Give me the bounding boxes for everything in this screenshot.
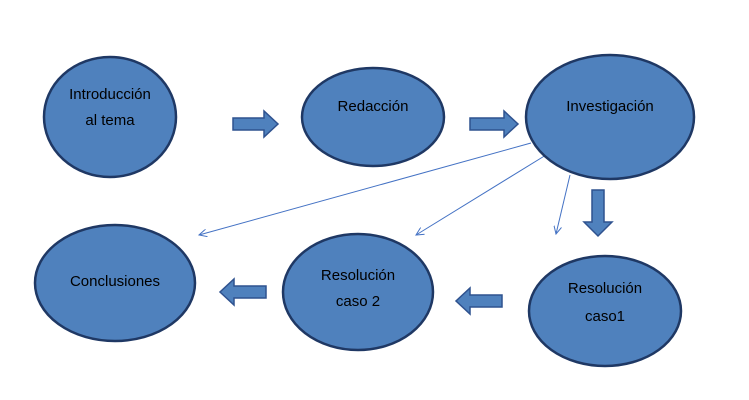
node-label-intro-line1: Introducción (69, 86, 151, 103)
block-arrow-investigacion-to-caso1 (582, 189, 614, 238)
thin-arrow-investigacion-to-caso2 (416, 154, 547, 235)
node-label-investigacion-line1: Investigación (566, 98, 654, 115)
thin-arrow-investigacion-to-conclusiones (199, 142, 532, 235)
node-intro: Introducción al tema (42, 55, 178, 179)
node-label-caso2-line1: Resolución (321, 267, 395, 284)
node-ellipse-redaccion (300, 66, 446, 168)
node-investigacion: Investigación (524, 53, 696, 181)
node-redaccion: Redacción (300, 66, 446, 168)
node-caso2: Resolución caso 2 (281, 232, 435, 352)
node-label-conclusiones-line1: Conclusiones (70, 273, 160, 290)
thin-arrow-investigacion-to-caso1 (556, 174, 571, 234)
node-ellipse-intro (42, 55, 178, 179)
node-label-intro-line2: al tema (85, 112, 135, 129)
block-arrow-caso2-to-conclusiones (218, 277, 267, 307)
node-ellipse-caso1 (527, 254, 683, 368)
node-label-redaccion-line1: Redacción (338, 98, 409, 115)
node-label-caso2-line2: caso 2 (336, 293, 380, 310)
node-label-caso1-line1: Resolución (568, 280, 642, 297)
node-conclusiones: Conclusiones (33, 223, 197, 343)
block-arrow-redaccion-to-investigacion (469, 109, 520, 139)
node-caso1: Resolución caso1 (527, 254, 683, 368)
block-arrow-intro-to-redaccion (232, 109, 280, 139)
node-ellipse-conclusiones (33, 223, 197, 343)
node-ellipse-caso2 (281, 232, 435, 352)
node-ellipse-investigacion (524, 53, 696, 181)
node-label-caso1-line2: caso1 (585, 308, 625, 325)
block-arrow-caso1-to-caso2 (454, 286, 503, 316)
